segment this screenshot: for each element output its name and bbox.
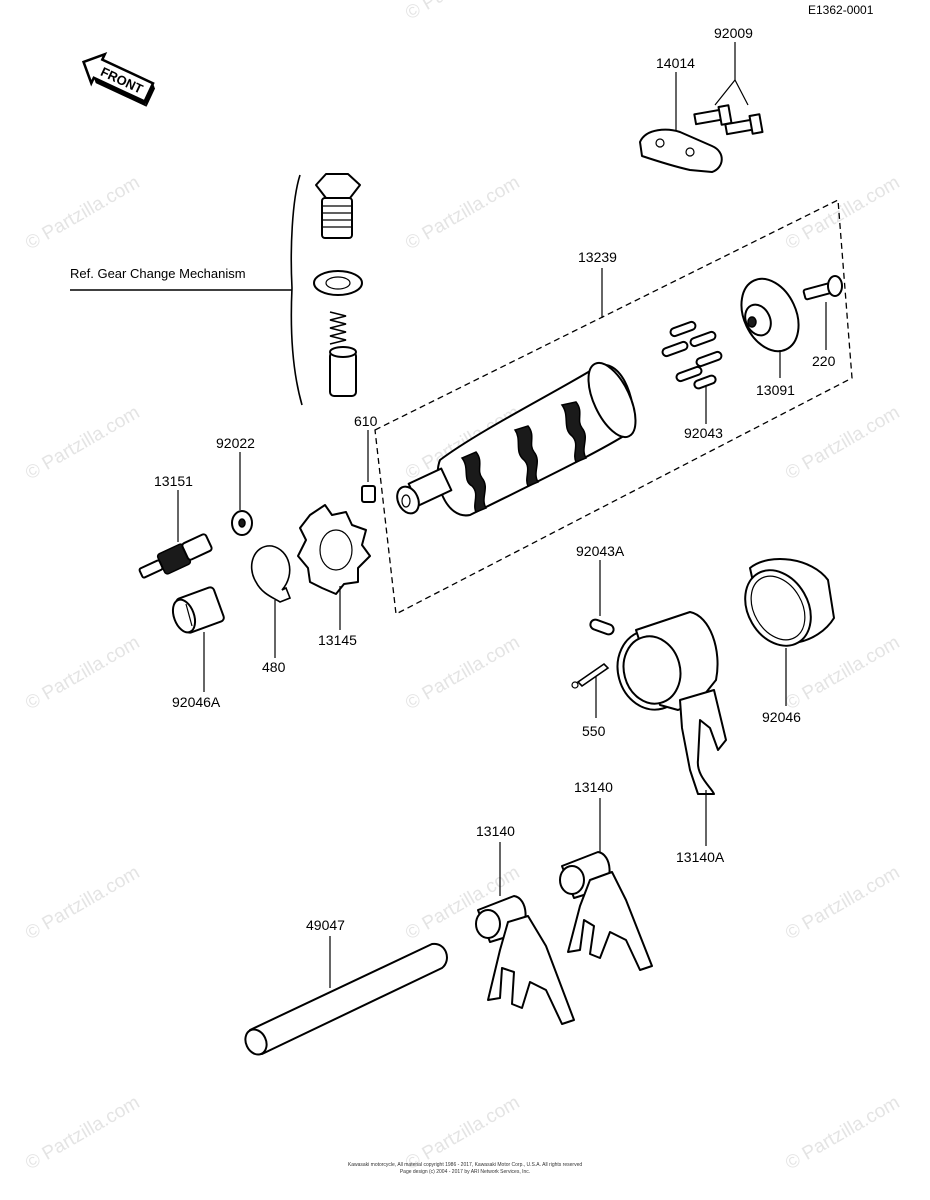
watermark: © Partzilla.com <box>22 862 143 944</box>
switch-13151-part <box>138 533 213 579</box>
label-610: 610 <box>354 413 378 429</box>
shift-fork-13140A-part <box>616 611 727 795</box>
copyright-line-1: Kawasaki motorcycle, All material copyri… <box>348 1162 582 1168</box>
shaft-49047-part <box>244 942 448 1056</box>
watermark: © Partzilla.com <box>782 862 903 944</box>
label-92046: 92046 <box>762 709 801 725</box>
dowel-610-part <box>361 485 376 503</box>
copyright-line-2: Page design (c) 2004 - 2017 by ARI Netwo… <box>400 1169 530 1175</box>
ref-plunger-part <box>329 346 357 397</box>
pins-92043-part <box>661 320 723 390</box>
label-92043A: 92043A <box>576 543 625 559</box>
ref-washer-part <box>313 270 363 296</box>
label-14014: 14014 <box>656 55 695 71</box>
label-92022: 92022 <box>216 435 255 451</box>
watermark: © Partzilla.com <box>782 172 903 254</box>
bolt-92009-a-part <box>693 104 733 126</box>
watermark: © Partzilla.com <box>782 632 903 714</box>
watermark: © Partzilla.com <box>22 1092 143 1174</box>
label-49047: 49047 <box>306 917 345 933</box>
star-plate-13145-part <box>297 504 371 595</box>
label-13140-right: 13140 <box>574 779 613 795</box>
label-550: 550 <box>582 723 606 739</box>
label-220: 220 <box>812 353 836 369</box>
screw-220-part <box>802 275 843 301</box>
reference-bracket: Ref. Gear Change Mechanism <box>70 174 303 406</box>
label-13145: 13145 <box>318 632 357 648</box>
label-13151: 13151 <box>154 473 193 489</box>
cotter-550-part <box>571 662 610 689</box>
front-arrow-icon: FRONT <box>81 51 155 107</box>
label-13140A: 13140A <box>676 849 725 865</box>
label-480: 480 <box>262 659 286 675</box>
pin-92043A-part <box>589 618 615 636</box>
watermark: © Partzilla.com <box>22 632 143 714</box>
circlip-480-part <box>250 545 292 603</box>
drain-bolt-part <box>315 173 361 239</box>
bolt-92009-b-part <box>724 113 764 136</box>
watermark: © Partzilla.com <box>22 402 143 484</box>
bearing-92046A-part <box>171 586 225 634</box>
label-92046A: 92046A <box>172 694 221 710</box>
plate-14014-part <box>639 128 723 173</box>
label-92009: 92009 <box>714 25 753 41</box>
watermark: © Partzilla.com <box>22 172 143 254</box>
watermark: © Partzilla.com <box>402 632 523 714</box>
watermark: © Partzilla.com <box>402 172 523 254</box>
shift-drum-part <box>396 361 637 517</box>
drum-assembly-box <box>374 198 853 616</box>
ref-spring-part <box>329 311 347 345</box>
leader-92009 <box>714 78 749 106</box>
bearing-92046-part <box>744 557 835 647</box>
watermark: © Partzilla.com <box>782 1092 903 1174</box>
reference-note: Ref. Gear Change Mechanism <box>70 266 246 281</box>
shift-fork-13140-right-part <box>559 851 653 971</box>
washer-92022-part <box>231 510 253 536</box>
shift-fork-13140-left-part <box>475 895 575 1025</box>
label-13239: 13239 <box>578 249 617 265</box>
star-plate-hole <box>319 529 353 571</box>
cam-13091-part <box>740 277 800 353</box>
label-13140-left: 13140 <box>476 823 515 839</box>
diagram-id: E1362-0001 <box>808 3 874 17</box>
watermark: © Partzilla.com <box>402 0 523 24</box>
watermark: © Partzilla.com <box>782 402 903 484</box>
label-92043: 92043 <box>684 425 723 441</box>
label-13091: 13091 <box>756 382 795 398</box>
